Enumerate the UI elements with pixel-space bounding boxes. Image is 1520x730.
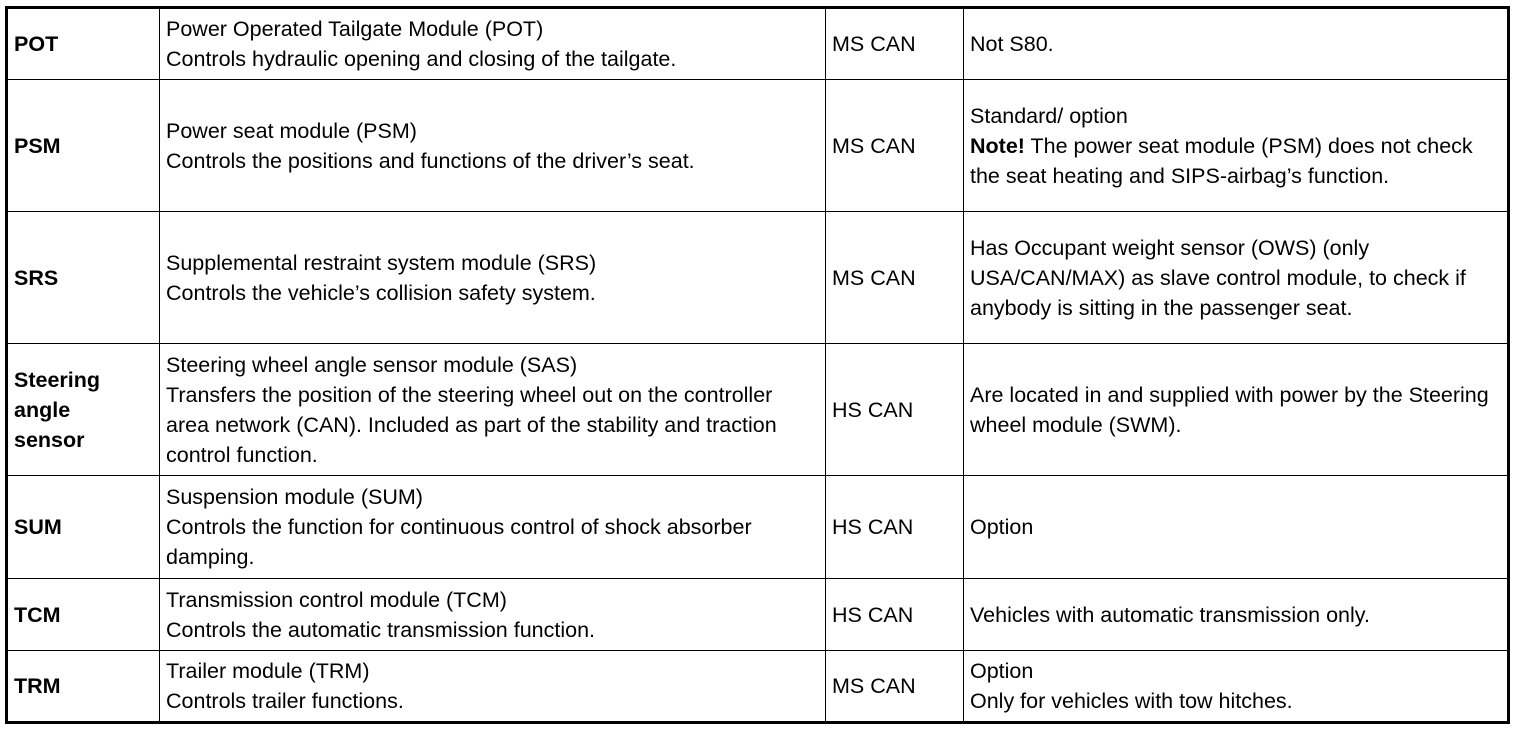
module-network: HS CAN [825, 578, 964, 651]
module-remark: Are located in and supplied with power b… [963, 343, 1509, 476]
module-network: MS CAN [825, 7, 964, 80]
remark-detail: Only for vehicles with tow hitches. [970, 689, 1293, 713]
remark-text: Has Occupant weight sensor (OWS) (only U… [970, 235, 1466, 320]
module-description: Transmission control module (TCM) Contro… [159, 578, 826, 651]
module-code: TCM [6, 578, 160, 651]
module-function: Transfers the position of the steering w… [166, 382, 777, 467]
module-code: TRM [6, 650, 160, 723]
module-code: POT [6, 7, 160, 80]
table-row: Steering angle sensor Steering wheel ang… [6, 343, 1509, 476]
module-name: Steering wheel angle sensor module (SAS) [166, 352, 578, 377]
module-name: Power Operated Tailgate Module (POT) [166, 17, 544, 41]
module-remark: Has Occupant weight sensor (OWS) (only U… [963, 211, 1509, 344]
remark-note: Note! The power seat module (PSM) does n… [970, 131, 1501, 191]
table-row: POT Power Operated Tailgate Module (POT)… [6, 7, 1509, 80]
remark-text: Are located in and supplied with power b… [970, 382, 1489, 437]
table-row: PSM Power seat module (PSM) Controls the… [6, 79, 1509, 212]
module-function: Controls the positions and functions of … [166, 148, 695, 173]
module-code-text: Steering angle sensor [14, 367, 101, 452]
note-text: The power seat module (PSM) does not che… [970, 133, 1473, 188]
module-code: SRS [6, 211, 160, 344]
module-function: Controls the function for continuous con… [166, 515, 752, 569]
module-description: Supplemental restraint system module (SR… [159, 211, 826, 344]
module-network: MS CAN [825, 211, 964, 344]
module-function: Controls the vehicle’s collision safety … [166, 280, 596, 305]
module-code: Steering angle sensor [6, 343, 160, 476]
module-network: MS CAN [825, 79, 964, 212]
note-label: Note! [970, 133, 1025, 158]
module-function: Controls trailer functions. [166, 689, 404, 713]
module-code: SUM [6, 475, 160, 579]
module-network: MS CAN [825, 650, 964, 723]
module-remark: Vehicles with automatic transmission onl… [963, 578, 1509, 651]
module-name: Power seat module (PSM) [166, 118, 417, 143]
module-description: Suspension module (SUM) Controls the fun… [159, 475, 826, 579]
module-code: PSM [6, 79, 160, 212]
module-name: Transmission control module (TCM) [166, 587, 507, 612]
module-remark: Option [963, 475, 1509, 579]
table-row: SUM Suspension module (SUM) Controls the… [6, 475, 1509, 579]
module-name: Trailer module (TRM) [166, 659, 370, 683]
module-description: Steering wheel angle sensor module (SAS)… [159, 343, 826, 476]
table-row: TCM Transmission control module (TCM) Co… [6, 578, 1509, 651]
module-remark: Option Only for vehicles with tow hitche… [963, 650, 1509, 723]
module-description: Power seat module (PSM) Controls the pos… [159, 79, 826, 212]
remark-availability: Option [970, 659, 1034, 683]
module-network: HS CAN [825, 343, 964, 476]
module-remark: Standard/ option Note! The power seat mo… [963, 79, 1509, 212]
table-row: SRS Supplemental restraint system module… [6, 211, 1509, 344]
module-function: Controls hydraulic opening and closing o… [166, 47, 677, 71]
module-function: Controls the automatic transmission func… [166, 617, 596, 642]
module-network: HS CAN [825, 475, 964, 579]
module-remark: Not S80. [963, 7, 1509, 80]
module-name: Suspension module (SUM) [166, 485, 423, 509]
remark-availability: Standard/ option [970, 103, 1128, 128]
module-description: Power Operated Tailgate Module (POT) Con… [159, 7, 826, 80]
table-row: TRM Trailer module (TRM) Controls traile… [6, 650, 1509, 723]
module-name: Supplemental restraint system module (SR… [166, 250, 597, 275]
control-modules-table: POT Power Operated Tailgate Module (POT)… [5, 6, 1510, 724]
module-description: Trailer module (TRM) Controls trailer fu… [159, 650, 826, 723]
